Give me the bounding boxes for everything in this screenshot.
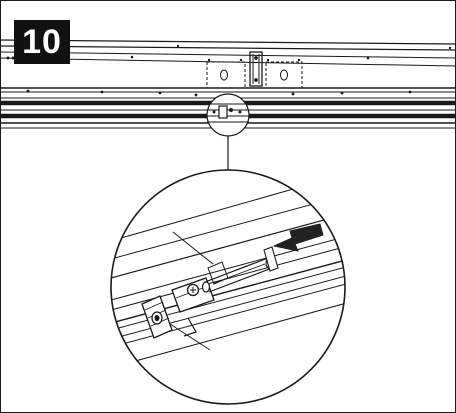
center-joint	[249, 51, 263, 87]
arrow-left-icon	[273, 223, 324, 252]
bracket-left	[206, 58, 246, 89]
step-number-badge: 10	[14, 20, 70, 64]
detail-marker	[206, 93, 250, 137]
rail-screws	[6, 44, 452, 97]
magnifier-callout-icon	[110, 169, 346, 405]
bracket-right	[265, 58, 303, 89]
